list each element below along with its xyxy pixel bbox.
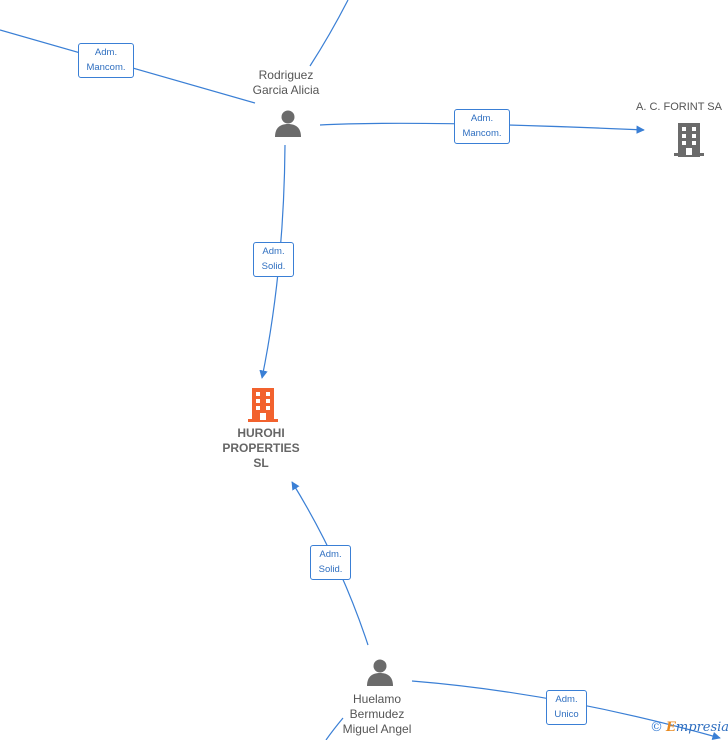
- node-label-hurohi[interactable]: HUROHI PROPERTIES SL: [222, 426, 300, 470]
- edge-label-huelamo-right[interactable]: Adm. Unico: [546, 690, 587, 725]
- edge-top-to-rodriguez: [309, 0, 349, 67]
- person-icon[interactable]: [273, 108, 303, 138]
- watermark-brand-initial: E: [666, 720, 676, 735]
- edge-label-rodriguez-forint[interactable]: Adm. Mancom.: [454, 109, 510, 144]
- edge-rodriguez-to-forint: [319, 122, 645, 134]
- node-label-forint[interactable]: A. C. FORINT SA: [636, 101, 722, 113]
- node-label-rodriguez[interactable]: Rodriguez Garcia Alicia: [252, 68, 320, 97]
- edge-huelamo-to-bottom: [325, 717, 344, 740]
- person-icon[interactable]: [365, 657, 395, 687]
- watermark-brand-rest: mpresia: [675, 720, 728, 735]
- node-label-huelamo[interactable]: Huelamo Bermudez Miguel Angel: [342, 692, 412, 736]
- building-icon[interactable]: [672, 121, 706, 157]
- edge-label-topleft-rodriguez[interactable]: Adm. Mancom.: [78, 43, 134, 78]
- edge-label-rodriguez-hurohi[interactable]: Adm. Solid.: [253, 242, 294, 277]
- empresia-watermark: ©Empresia: [650, 720, 728, 735]
- building-icon[interactable]: [246, 386, 280, 423]
- copyright-symbol: ©: [650, 720, 663, 735]
- edge-label-huelamo-hurohi[interactable]: Adm. Solid.: [310, 545, 351, 580]
